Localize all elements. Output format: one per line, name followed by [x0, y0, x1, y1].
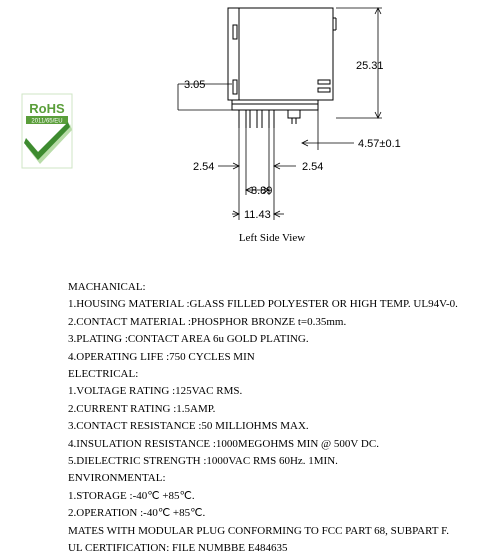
checkmark-icon [24, 122, 70, 160]
dim-offset-label: 4.57±0.1 [358, 138, 401, 150]
spec-line: 4.INSULATION RESISTANCE :1000MEGOHMS MIN… [68, 437, 379, 450]
spec-line: ENVIRONMENTAL: [68, 472, 166, 485]
rohs-logo: RoHS 2011/65/EU [21, 93, 73, 169]
dim-tab [177, 83, 232, 111]
dim-mid-label: 8.89 [251, 185, 272, 197]
dim-tab-label: 3.05 [184, 79, 205, 91]
rohs-subtitle: 2011/65/EU [31, 119, 62, 125]
dim-pitch-left-label: 2.54 [193, 161, 214, 173]
dim-offset [301, 110, 354, 150]
dim-outer-label: 11.43 [244, 209, 271, 221]
dim-height [336, 7, 382, 119]
dim-pitch [218, 128, 296, 220]
connector-outline [227, 7, 337, 128]
spec-line: 1.HOUSING MATERIAL :GLASS FILLED POLYEST… [68, 298, 458, 311]
spec-line: 2.CURRENT RATING :1.5AMP. [68, 402, 216, 415]
spec-line: 5.DIELECTRIC STRENGTH :1000VAC RMS 60Hz.… [68, 455, 338, 468]
dim-pitch-right-label: 2.54 [302, 161, 323, 173]
spec-line: 3.CONTACT RESISTANCE :50 MILLIOHMS MAX. [68, 420, 309, 433]
technical-drawing: RoHS 2011/65/EU [21, 7, 401, 244]
dim-mid [245, 186, 270, 194]
spec-line: MACHANICAL: [68, 281, 146, 293]
rohs-title: RoHS [29, 101, 65, 116]
spec-line: 1.STORAGE :-40℃ +85℃. [68, 489, 195, 502]
dim-height-label: 25.31 [356, 60, 384, 72]
spec-line: MATES WITH MODULAR PLUG CONFORMING TO FC… [68, 524, 450, 537]
dim-outer [232, 210, 284, 218]
spec-list: MACHANICAL: 1.HOUSING MATERIAL :GLASS FI… [68, 279, 458, 558]
spec-line: 3.PLATING :CONTACT AREA 6u GOLD PLATING. [68, 333, 309, 346]
spec-line: 2.OPERATION :-40℃ +85℃. [68, 507, 206, 520]
spec-line: 1.VOLTAGE RATING :125VAC RMS. [68, 385, 243, 398]
spec-line: 4.OPERATING LIFE :750 CYCLES MIN [68, 350, 255, 363]
spec-line: ELECTRICAL: [68, 368, 139, 381]
spec-line: 2.CONTACT MATERIAL :PHOSPHOR BRONZE t=0.… [68, 315, 347, 328]
spec-line: UL CERTIFICATION: FILE NUMBBE E484635 [68, 542, 288, 555]
drawing-caption: Left Side View [239, 232, 305, 244]
